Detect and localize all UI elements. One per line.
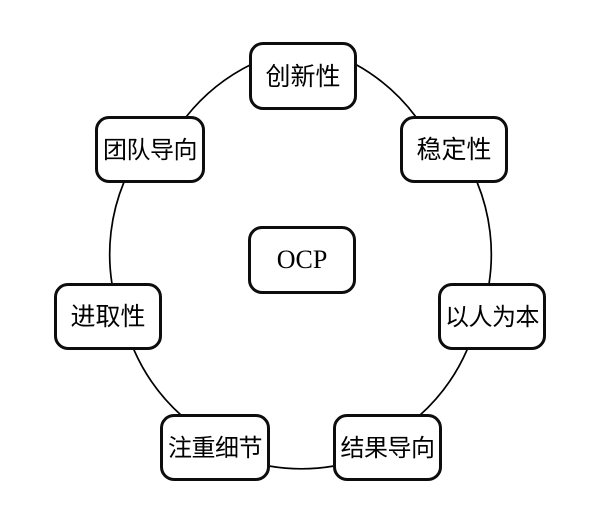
node-aggressiveness-label: 进取性	[70, 302, 146, 331]
arc-team-to-innovation	[185, 63, 253, 118]
arc-people-to-result	[418, 349, 468, 417]
node-center-ocp-label: OCP	[276, 245, 328, 274]
node-stability[interactable]: 稳定性	[400, 116, 508, 183]
node-team-oriented[interactable]: 团队导向	[95, 116, 205, 183]
node-people-oriented-label: 以人为本	[445, 302, 540, 331]
node-innovation[interactable]: 创新性	[249, 42, 357, 110]
node-stability-label: 稳定性	[416, 135, 492, 164]
node-attention-detail[interactable]: 注重细节	[160, 414, 270, 481]
node-people-oriented[interactable]: 以人为本	[438, 283, 546, 350]
node-center-ocp[interactable]: OCP	[248, 226, 356, 294]
node-team-oriented-label: 团队导向	[103, 135, 198, 164]
node-attention-detail-label: 注重细节	[168, 433, 263, 462]
arc-stability-to-people	[476, 181, 493, 285]
node-aggressiveness[interactable]: 进取性	[54, 283, 162, 350]
node-result-oriented[interactable]: 结果导向	[333, 414, 442, 481]
arc-innovation-to-stability	[354, 63, 417, 118]
arc-result-to-detail	[268, 465, 335, 470]
node-result-oriented-label: 结果导向	[340, 433, 436, 462]
arc-detail-to-aggressive	[133, 349, 183, 417]
node-innovation-label: 创新性	[265, 61, 341, 91]
arc-aggressive-to-team	[108, 181, 125, 285]
